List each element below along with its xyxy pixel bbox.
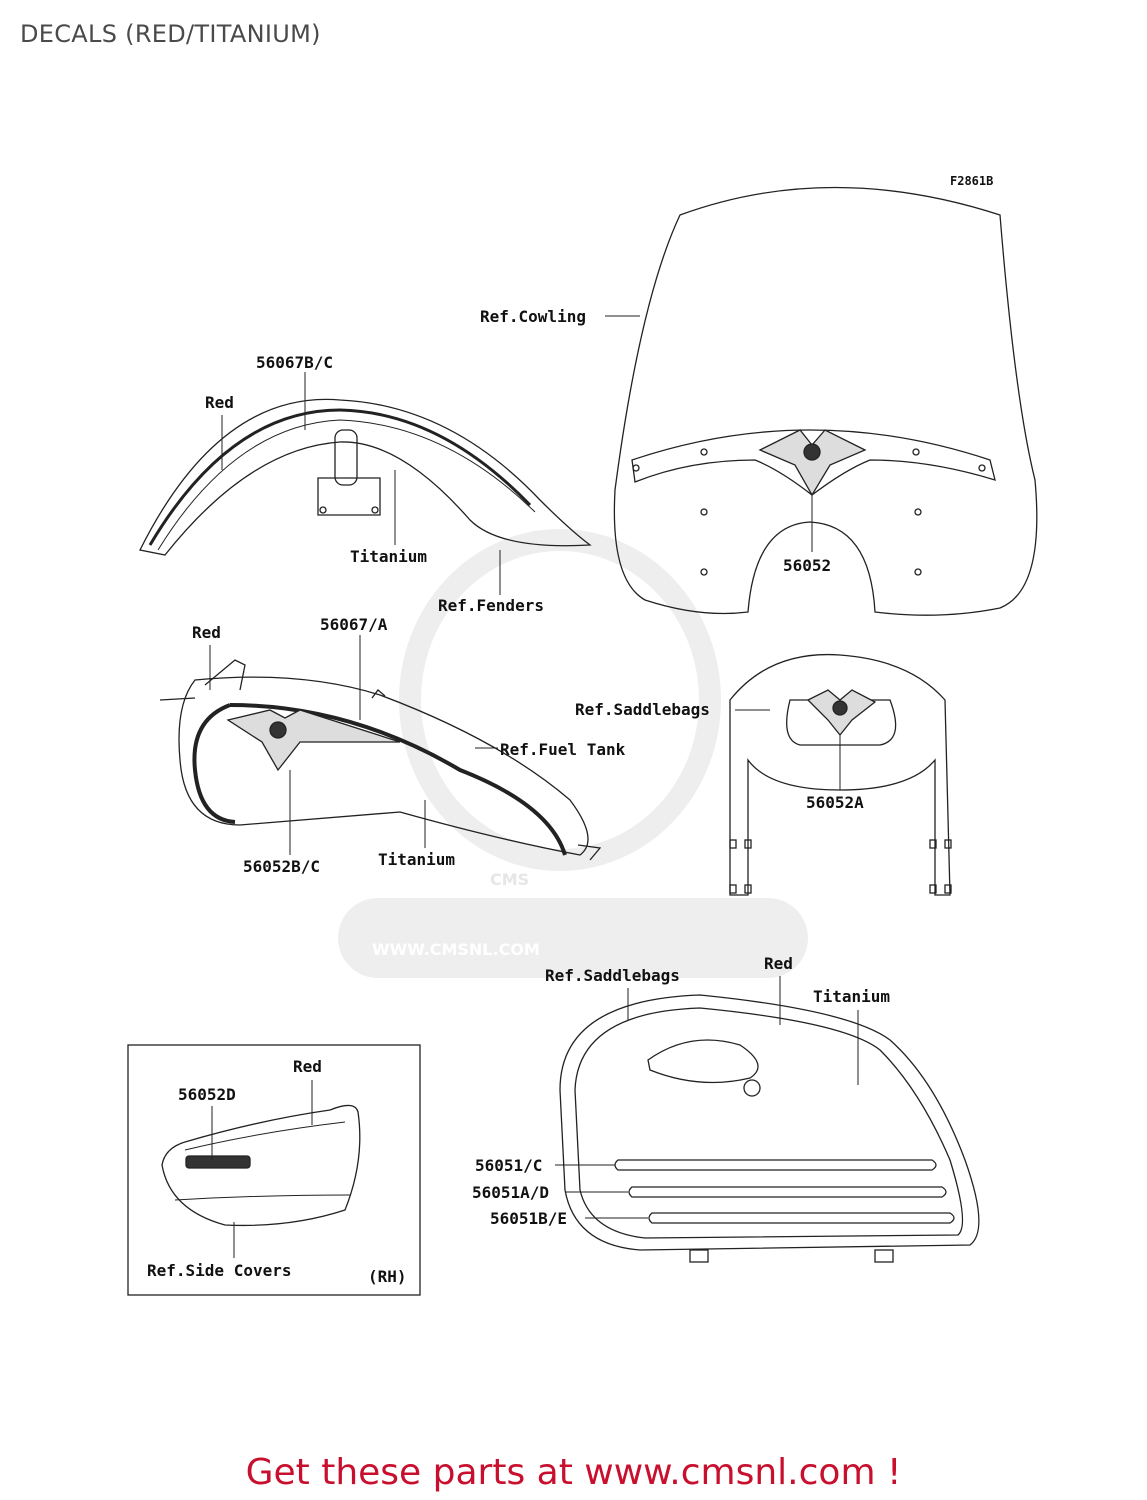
fuel-tank-drawing [159, 659, 602, 861]
windshield-drawing [613, 186, 1038, 616]
watermark-brand: CMS [490, 870, 529, 889]
label-56052b-c: 56052B/C [243, 857, 320, 876]
decals-diagram: CMS WWW.CMSNL.COM F2861B Ref.Cowling 560… [127, 174, 1038, 1296]
label-fender-titanium: Titanium [350, 547, 427, 566]
label-bag-titanium: Titanium [813, 987, 890, 1006]
label-ref-saddlebags-top: Ref.Saddlebags [575, 700, 710, 719]
label-ref-fuel-tank: Ref.Fuel Tank [500, 740, 626, 759]
label-rh: (RH) [368, 1267, 407, 1286]
watermark: CMS WWW.CMSNL.COM [338, 529, 808, 978]
label-56051a-d: 56051A/D [472, 1183, 549, 1202]
label-bag-red: Red [764, 954, 793, 973]
label-tank-red: Red [192, 623, 221, 642]
label-56052a: 56052A [806, 793, 864, 812]
label-56051b-e: 56051B/E [490, 1209, 567, 1228]
label-56052d: 56052D [178, 1085, 236, 1104]
label-ref-saddlebags-bag: Ref.Saddlebags [545, 966, 680, 985]
figure-code: F2861B [950, 174, 993, 188]
watermark-url: WWW.CMSNL.COM [372, 940, 540, 959]
label-tank-titanium: Titanium [378, 850, 455, 869]
label-ref-side-covers: Ref.Side Covers [147, 1261, 292, 1280]
label-56051-c: 56051/C [475, 1156, 542, 1175]
saddlebag-drawing [559, 994, 980, 1263]
label-56067b-c: 56067B/C [256, 353, 333, 372]
label-56067-a: 56067/A [320, 615, 388, 634]
footer-cta: Get these parts at www.cmsnl.com ! [245, 1452, 902, 1493]
front-fender-drawing [139, 398, 592, 556]
side-cover-inset-frame [127, 1044, 421, 1296]
label-56052: 56052 [783, 556, 831, 575]
label-ref-cowling: Ref.Cowling [480, 307, 586, 326]
label-ref-fenders: Ref.Fenders [438, 596, 544, 615]
side-cover-drawing [161, 1104, 361, 1227]
backrest-drawing [729, 653, 952, 896]
label-side-red: Red [293, 1057, 322, 1076]
page-title: DECALS (RED/TITANIUM) [20, 20, 321, 48]
label-fender-red: Red [205, 393, 234, 412]
